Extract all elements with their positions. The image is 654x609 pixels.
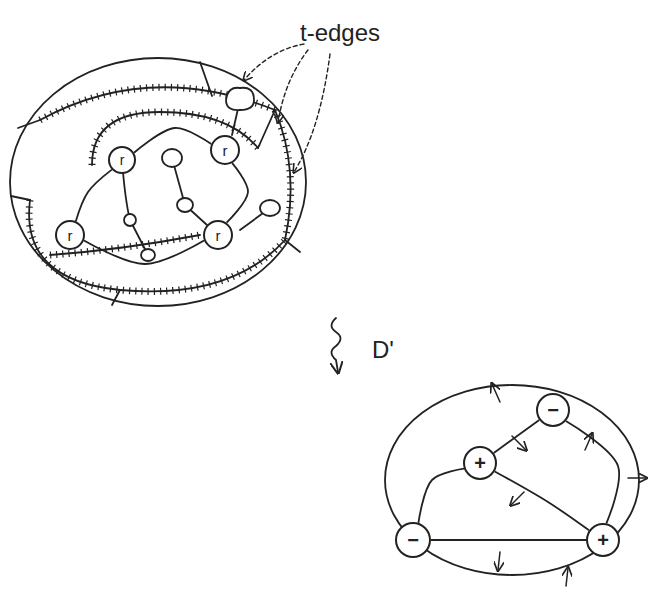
- annotation-label: t-edges: [300, 20, 380, 46]
- graph-edge: [84, 240, 204, 264]
- vertex-label: +: [597, 530, 609, 550]
- vertex-label: r: [223, 143, 228, 158]
- transform-arrow: [332, 318, 341, 372]
- graph-edge: [566, 421, 619, 523]
- vertex-circle: r: [108, 146, 136, 174]
- graph-edge: [431, 539, 586, 541]
- graph-edge: [495, 471, 589, 530]
- hatched-edges: [29, 87, 291, 291]
- graph-edge: [418, 469, 464, 523]
- graph-edge: [494, 420, 539, 453]
- vertex-label: r: [68, 228, 73, 243]
- vertex-label: r: [216, 228, 221, 243]
- graph-edge: [76, 170, 112, 222]
- disk-outline: [10, 58, 306, 306]
- vertex-circle: +: [463, 446, 497, 480]
- disk-outline-ellipse: [385, 385, 639, 575]
- region-heading: D': [360, 330, 645, 362]
- vertex-circle: −: [395, 522, 431, 558]
- vertex-circle: +: [586, 523, 620, 557]
- vertex-circle: −: [536, 393, 570, 427]
- graph-edge: [227, 163, 248, 223]
- leader-arrows: [244, 44, 330, 172]
- orientation-arrows: [492, 384, 646, 586]
- vertex-label: −: [407, 530, 419, 550]
- vertex-label: r: [120, 153, 125, 167]
- vertex-circle: r: [203, 220, 233, 250]
- inner-graph: [122, 88, 280, 261]
- graph-edge: [134, 128, 211, 153]
- disk-region: D' − + − +: [360, 330, 645, 585]
- vertex-label: −: [547, 400, 559, 420]
- vertex-circle: r: [210, 135, 240, 165]
- vertex-label: +: [474, 453, 486, 473]
- vertex-circle: r: [55, 220, 85, 250]
- region-boundaries: [11, 62, 300, 305]
